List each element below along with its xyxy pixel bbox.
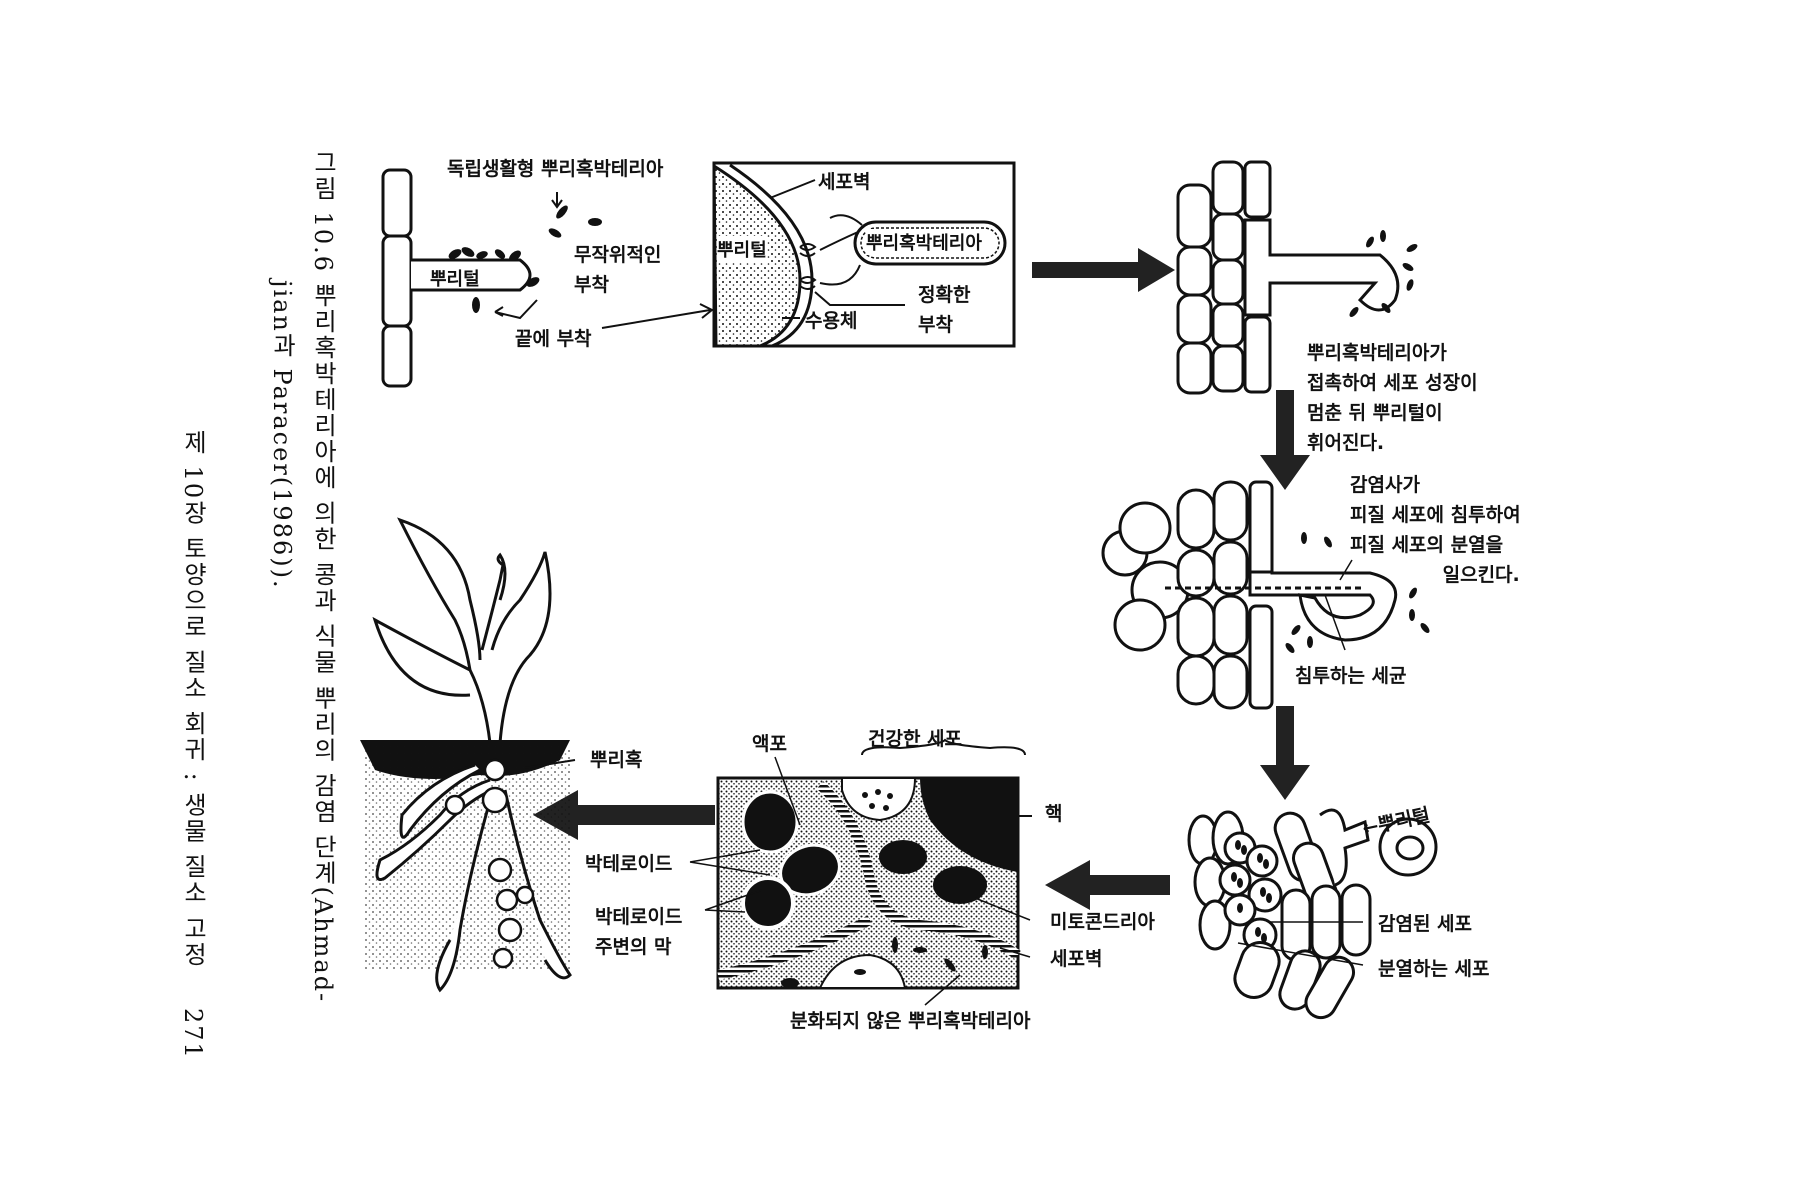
specific-attachment-label: 정확한 부착 — [918, 284, 971, 336]
epidermal-cell — [381, 324, 413, 388]
stage6-nodule-cell-detail — [689, 738, 1032, 1006]
vacuole-leader — [774, 756, 801, 826]
stage1-root-hair-diagram — [381, 168, 714, 388]
stage7-nodulated-plant — [360, 517, 576, 993]
nodules — [444, 758, 535, 969]
peribacteroid-membrane-label: 박테로이드 주변의 막 — [595, 906, 683, 958]
undifferentiated-bacteria-label: 분화되지 않은 뿌리혹박테리아 — [790, 1010, 1031, 1032]
flow-arrow-down — [1260, 390, 1310, 490]
infected-cell-label: 감염된 세포 — [1378, 913, 1473, 935]
flow-arrow-left — [1045, 860, 1170, 910]
cell-wall-leader — [769, 179, 816, 199]
vacuole-label: 액포 — [752, 733, 787, 755]
dividing-cell-leader — [1237, 942, 1364, 966]
invading-bacteria-label: 침투하는 세균 — [1295, 665, 1407, 687]
dividing-cell-label: 분열하는 세포 — [1378, 958, 1490, 980]
figure-caption-line2: jian과 Paracer(1986)). — [268, 280, 296, 590]
plant-shoot — [372, 517, 552, 744]
running-header-text: 제 10장 토양으로 질소 회귀 : 생물 질소 고정 — [179, 430, 207, 968]
infected-cell-nuclei — [1231, 840, 1272, 943]
cell-wall-label: 세포벽 — [1050, 948, 1103, 970]
stage3-curling-root-hair — [1176, 160, 1400, 395]
nucleus — [920, 778, 1018, 872]
root-hair-label: 뿌리털 — [717, 236, 767, 262]
curling-description: 뿌리혹박테리아가 접촉하여 세포 성장이 멈춘 뒤 뿌리털이 휘어진다. — [1307, 342, 1478, 454]
flow-arrow-right — [1032, 248, 1175, 292]
nodule-label: 뿌리혹 — [590, 749, 643, 771]
cell-wall — [729, 163, 814, 348]
arrow — [601, 303, 714, 329]
membrane-leader — [704, 889, 763, 913]
bacteria — [1349, 230, 1418, 317]
root-hair — [411, 258, 532, 292]
arrow — [494, 299, 538, 320]
healthy-cell-label: 건강한 세포 — [868, 728, 963, 750]
bacteroid-label: 박테로이드 — [585, 853, 673, 875]
nucleus-label: 핵 — [1045, 803, 1063, 825]
rhizobium-label: 뿌리혹박테리아 — [866, 229, 982, 255]
infection-thread-description: 감염사가 피질 세포에 침투하여 피질 세포의 분열을 일으킨다. — [1350, 474, 1521, 586]
description-leader — [1339, 559, 1353, 581]
mitochondria-leader — [974, 897, 1031, 921]
bacteroid-leader — [689, 849, 771, 876]
cell-wall-label: 세포벽 — [818, 171, 871, 193]
receptor-binding-sites — [799, 214, 863, 290]
vacuole — [841, 777, 917, 822]
stage5-cell-division — [1187, 808, 1438, 1020]
cell-wall-leader — [999, 947, 1031, 958]
invading-bacteria-leader — [1324, 594, 1346, 651]
page-number: 271 — [179, 1007, 207, 1060]
arrow — [551, 192, 563, 209]
bacteria — [1285, 532, 1430, 653]
bacteroid — [741, 876, 795, 930]
undifferentiated-bacteria — [781, 937, 988, 988]
mitochondrion — [879, 840, 927, 874]
epidermal-cell — [381, 234, 413, 328]
running-header: 제 10장 토양으로 질소 회귀 : 생물 질소 고정 271 — [176, 430, 211, 1059]
epidermal-cell — [381, 168, 413, 238]
bacteroid — [741, 790, 799, 854]
mitochondria-label: 미토콘드리아 — [1050, 911, 1155, 933]
receptor-label: 수용체 — [805, 310, 858, 332]
specific-attachment-leader — [814, 291, 905, 306]
flow-arrow-left — [533, 790, 715, 840]
free-living-bacteria-label: 독립생활형 뿌리혹박테리아 — [447, 158, 664, 180]
nodule-leader — [524, 759, 576, 769]
flow-arrow-down — [1260, 706, 1310, 800]
stage4-infection-thread — [1101, 480, 1398, 710]
random-attachment-label: 무작위적인 부착 — [574, 244, 662, 296]
root-hair-label: 뿌리털 — [430, 269, 480, 290]
bacteria-cluster — [448, 205, 602, 313]
undiff-bacteria-leader — [924, 974, 961, 1006]
mitochondrion — [933, 866, 987, 904]
cell-wall — [816, 781, 1021, 960]
figure-caption-line1: 그림 10.6 뿌리혹박테리아에 의한 콩과 식물 뿌리의 감염 단계(Ahma… — [309, 150, 337, 1004]
tip-attachment-label: 끝에 부착 — [515, 328, 592, 350]
